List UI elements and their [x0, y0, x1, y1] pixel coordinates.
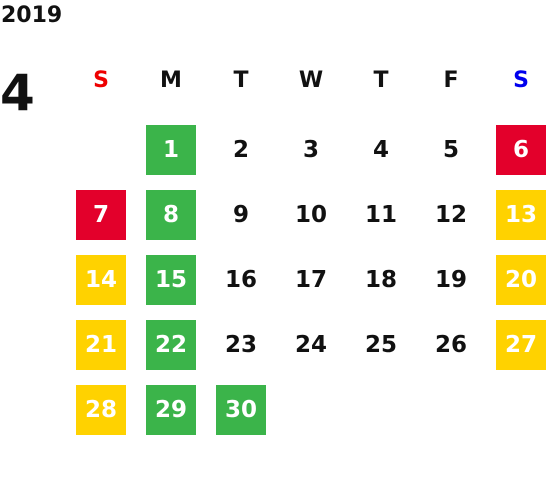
- calendar-month: 4: [0, 64, 35, 122]
- calendar-day-2[interactable]: 2: [232, 137, 249, 163]
- calendar-day-8[interactable]: 8: [146, 190, 196, 240]
- calendar-day-12[interactable]: 12: [434, 202, 467, 228]
- calendar-day-1[interactable]: 1: [146, 125, 196, 175]
- weekday-header-friday: F: [443, 68, 459, 93]
- calendar-day-28[interactable]: 28: [76, 385, 126, 435]
- calendar-day-14[interactable]: 14: [76, 255, 126, 305]
- weekday-header-wednesday: W: [298, 68, 324, 93]
- calendar-day-10[interactable]: 10: [294, 202, 327, 228]
- calendar-day-5[interactable]: 5: [442, 137, 459, 163]
- calendar-day-19[interactable]: 19: [434, 267, 467, 293]
- calendar-day-20[interactable]: 20: [496, 255, 546, 305]
- calendar-day-25[interactable]: 25: [364, 332, 397, 358]
- calendar-day-15[interactable]: 15: [146, 255, 196, 305]
- calendar-day-16[interactable]: 16: [224, 267, 257, 293]
- calendar-day-3[interactable]: 3: [302, 137, 319, 163]
- calendar-day-29[interactable]: 29: [146, 385, 196, 435]
- calendar-day-6[interactable]: 6: [496, 125, 546, 175]
- calendar-day-9[interactable]: 9: [232, 202, 249, 228]
- calendar-day-27[interactable]: 27: [496, 320, 546, 370]
- calendar-day-17[interactable]: 17: [294, 267, 327, 293]
- calendar-day-11[interactable]: 11: [364, 202, 397, 228]
- calendar-day-23[interactable]: 23: [224, 332, 257, 358]
- calendar-year: 2019: [1, 3, 63, 28]
- calendar-day-24[interactable]: 24: [294, 332, 327, 358]
- weekday-header-thursday: T: [373, 68, 389, 93]
- calendar-day-22[interactable]: 22: [146, 320, 196, 370]
- weekday-header-sunday: S: [93, 68, 109, 93]
- calendar-day-4[interactable]: 4: [372, 137, 389, 163]
- calendar-day-7[interactable]: 7: [76, 190, 126, 240]
- calendar-day-13[interactable]: 13: [496, 190, 546, 240]
- calendar-day-26[interactable]: 26: [434, 332, 467, 358]
- calendar-day-18[interactable]: 18: [364, 267, 397, 293]
- weekday-header-tuesday: T: [233, 68, 249, 93]
- weekday-header-monday: M: [160, 68, 182, 93]
- calendar-day-21[interactable]: 21: [76, 320, 126, 370]
- weekday-header-saturday: S: [513, 68, 529, 93]
- calendar-day-30[interactable]: 30: [216, 385, 266, 435]
